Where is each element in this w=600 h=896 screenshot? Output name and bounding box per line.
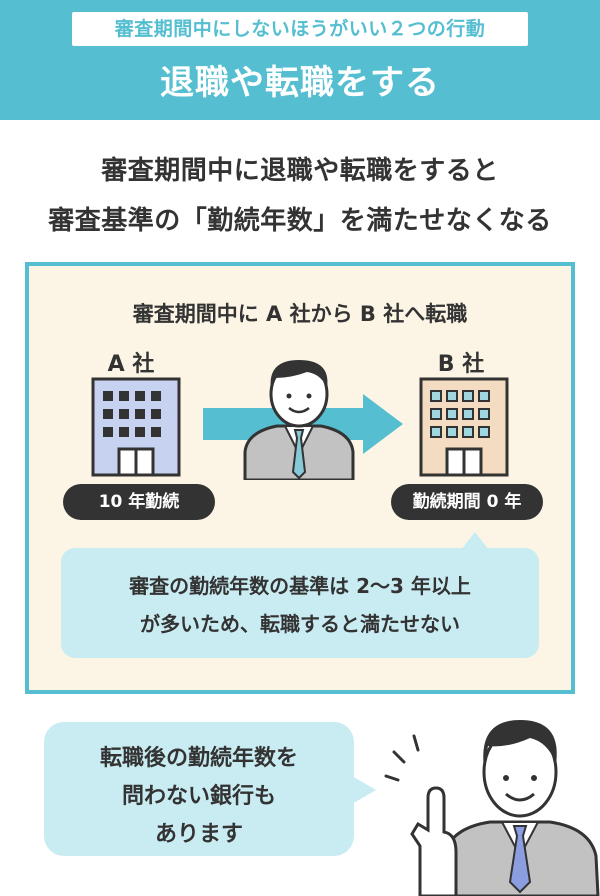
note-bubble-tail: [461, 532, 489, 550]
diagram-title: 審査期間中に A 社から B 社へ転職: [132, 302, 468, 326]
building-a-icon: [91, 377, 181, 477]
diagram-box: 審査期間中に A 社から B 社へ転職 A 社 B 社: [25, 262, 575, 694]
note-line-2: が多いため、転職すると満たせない: [140, 612, 460, 636]
company-b-label: B 社: [437, 352, 485, 377]
company-a-label: A 社: [107, 352, 155, 377]
speech-line-2: 問わない銀行も: [121, 784, 276, 809]
header-subtitle: 審査期間中にしないほうがいい２つの行動: [72, 12, 528, 46]
speech-bubble: 転職後の勤続年数を 問わない銀行も あります: [44, 722, 354, 856]
tenure-b-badge: 勤続期間 0 年: [391, 484, 543, 520]
pointing-businessman-icon: [384, 720, 600, 896]
speech-bubble-tail: [352, 776, 376, 804]
lead-line-1: 審査期間中に退職や転職をすると: [101, 156, 499, 186]
note-line-1: 審査の勤続年数の基準は 2〜3 年以上: [129, 574, 471, 598]
note-bubble: 審査の勤続年数の基準は 2〜3 年以上 が多いため、転職すると満たせない: [61, 548, 539, 658]
header-title: 退職や転職をする: [160, 63, 440, 103]
speech-line-3: あります: [154, 822, 243, 847]
building-b-icon: [419, 377, 509, 477]
speech-line-1: 転職後の勤続年数を: [99, 746, 298, 771]
tenure-a-badge: 10 年勤続: [63, 484, 215, 520]
lead-line-2: 審査基準の「勤続年数」を満たせなくなる: [48, 206, 552, 236]
businessman-icon: [243, 360, 355, 480]
header-banner: 審査期間中にしないほうがいい２つの行動 退職や転職をする: [0, 0, 600, 120]
